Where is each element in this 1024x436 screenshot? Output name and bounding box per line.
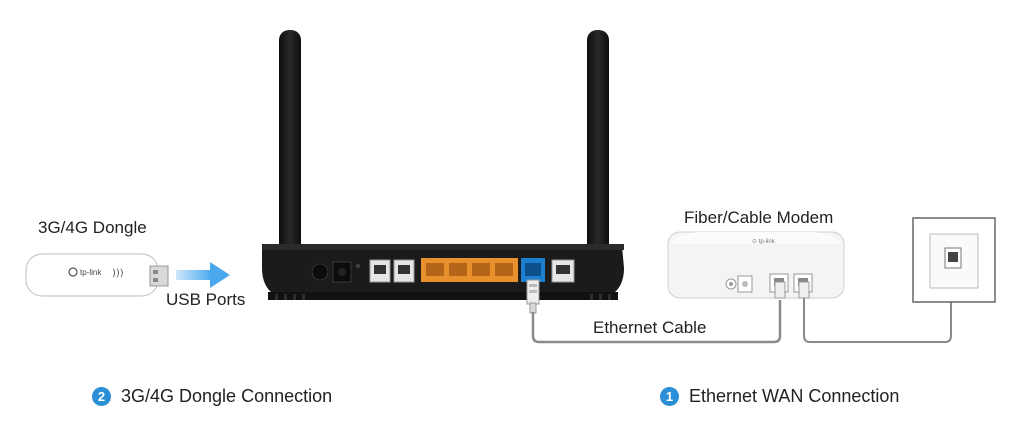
step-number-badge: 1 (660, 387, 679, 406)
reset-icon (356, 264, 360, 268)
ethernet-plug-router (526, 279, 540, 314)
ethernet-cable (531, 300, 782, 344)
usb-dongle: tp-link ))) (25, 253, 169, 297)
tp-link-logo-icon (68, 267, 78, 277)
fiber-cable-modem: ⊙ tp-link (667, 231, 845, 299)
step-number-badge: 2 (92, 387, 111, 406)
router-antenna-right (587, 30, 609, 255)
modem-logo-icon: ⊙ tp-link (752, 239, 776, 245)
modem-label: Fiber/Cable Modem (684, 208, 834, 227)
usb-arrow-icon (176, 262, 230, 288)
signal-icon: ))) (112, 268, 124, 279)
legend-text: Ethernet WAN Connection (689, 386, 900, 406)
legend-ethernet-wan-connection: 1 Ethernet WAN Connection (660, 386, 899, 407)
dongle-brand: tp-link (80, 268, 102, 277)
wall-socket (912, 217, 996, 303)
legend-text: 3G/4G Dongle Connection (121, 386, 333, 406)
dongle-label: 3G/4G Dongle (38, 218, 147, 237)
router (262, 244, 624, 300)
usb-ports-label: USB Ports (166, 290, 246, 309)
phone-cable (803, 272, 952, 343)
ethernet-cable-label: Ethernet Cable (593, 318, 707, 337)
legend-dongle-connection: 2 3G/4G Dongle Connection (92, 386, 332, 407)
router-antenna-left (279, 30, 301, 255)
power-button-icon (311, 263, 329, 281)
